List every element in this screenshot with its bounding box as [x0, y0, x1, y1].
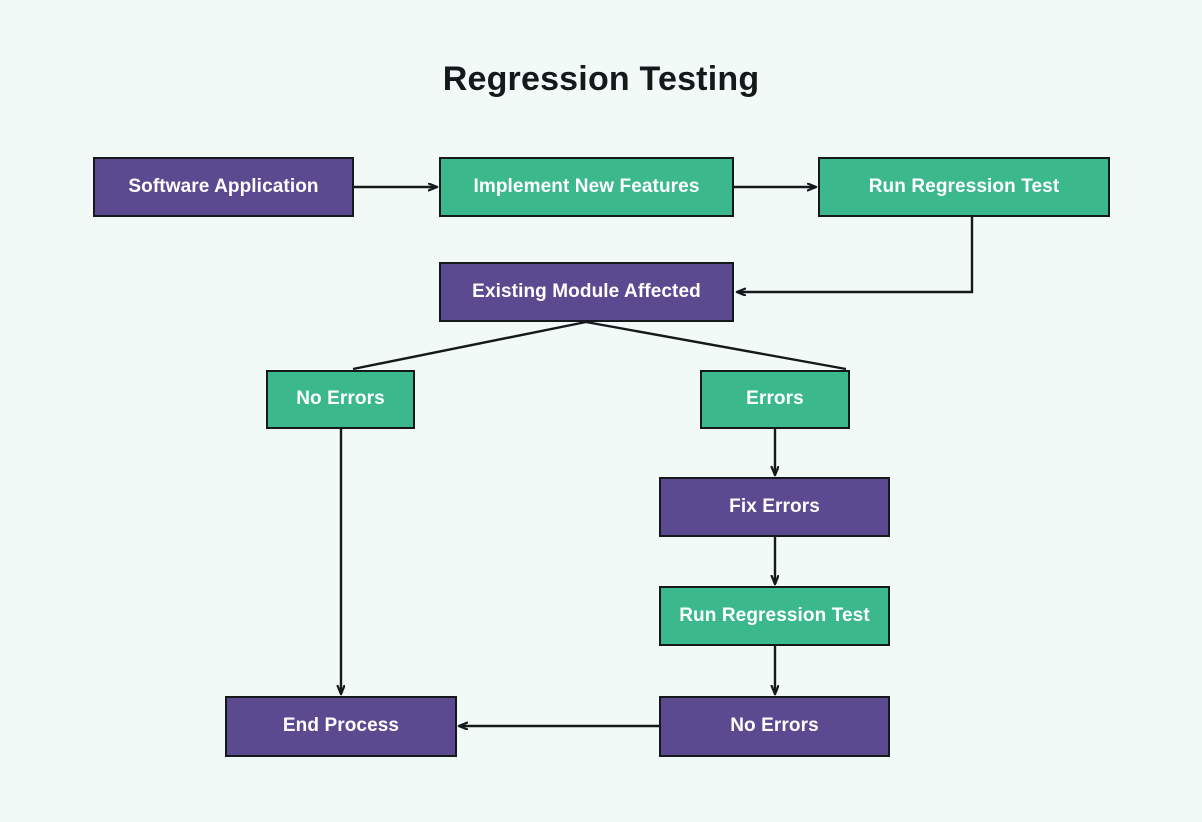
- node-run-regression-test-1[interactable]: Run Regression Test: [818, 157, 1110, 217]
- node-no-errors-bottom[interactable]: No Errors: [659, 696, 890, 757]
- node-label: Errors: [746, 388, 804, 410]
- node-implement-new-features[interactable]: Implement New Features: [439, 157, 734, 217]
- node-label: No Errors: [730, 715, 819, 737]
- node-no-errors-left[interactable]: No Errors: [266, 370, 415, 429]
- node-existing-module-affected[interactable]: Existing Module Affected: [439, 262, 734, 322]
- page-title: Regression Testing: [442, 60, 760, 98]
- node-label: Run Regression Test: [868, 175, 1060, 197]
- edge-runtest1-to-existing-module: [737, 217, 974, 292]
- edge-existing-module-to-errors: [585, 320, 847, 371]
- node-errors[interactable]: Errors: [700, 370, 850, 429]
- node-end-process[interactable]: End Process: [225, 696, 457, 757]
- node-label: Software Application: [128, 175, 319, 197]
- node-label: Existing Module Affected: [472, 280, 701, 302]
- node-run-regression-test-2[interactable]: Run Regression Test: [659, 586, 890, 646]
- node-label: End Process: [282, 715, 400, 737]
- node-software-application[interactable]: Software Application: [93, 157, 354, 217]
- edge-existing-module-to-no-errors: [352, 320, 587, 371]
- node-fix-errors[interactable]: Fix Errors: [659, 477, 890, 537]
- node-label: No Errors: [296, 388, 385, 410]
- node-label: Implement New Features: [473, 175, 700, 197]
- node-label: Fix Errors: [729, 495, 820, 517]
- node-label: Run Regression Test: [679, 604, 870, 626]
